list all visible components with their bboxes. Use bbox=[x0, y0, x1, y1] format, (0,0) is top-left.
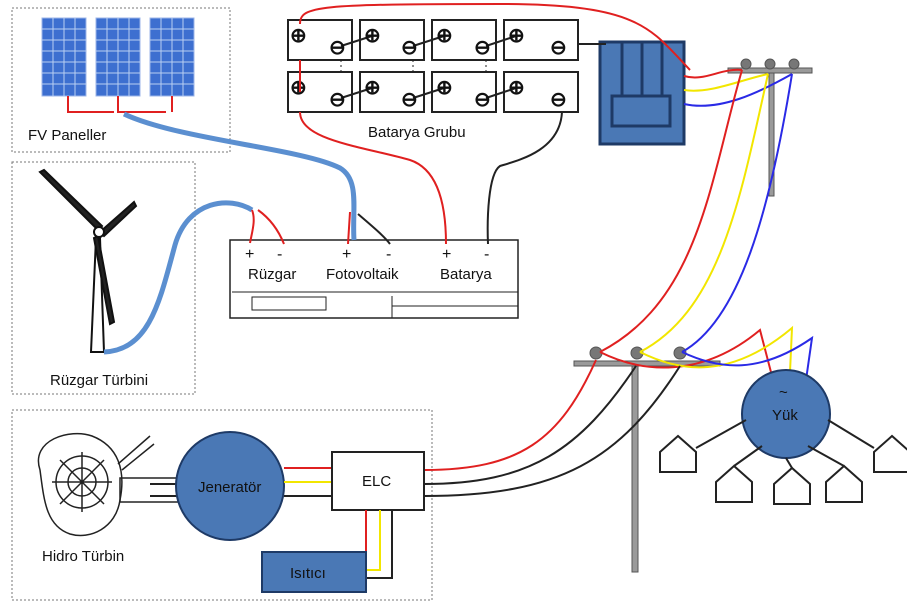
wind-cable bbox=[103, 200, 254, 355]
battery-neg-terminal: ⊖ bbox=[550, 89, 567, 111]
battery-neg-terminal: ⊖ bbox=[474, 37, 491, 59]
elc-feed-black-2 bbox=[423, 365, 681, 497]
pv-controller-wire-pos bbox=[347, 211, 351, 245]
inverter-output-blue bbox=[683, 73, 793, 107]
wind-turbine-label: Rüzgar Türbini bbox=[50, 372, 148, 389]
battery-pos-bus bbox=[299, 2, 691, 245]
controller-neg-sign: - bbox=[484, 246, 489, 263]
inverter-output-red bbox=[683, 68, 743, 79]
load-label: Yük bbox=[772, 407, 798, 424]
controller-pos-sign: + bbox=[342, 246, 351, 263]
feeder-blue bbox=[681, 73, 793, 353]
inverter-icon bbox=[598, 40, 686, 146]
generator-label: Jeneratör bbox=[198, 479, 261, 496]
battery-neg-terminal: ⊖ bbox=[329, 37, 346, 59]
pv-group-box bbox=[11, 7, 231, 153]
controller-input-label: Fotovoltaik bbox=[326, 266, 399, 283]
generator-circle bbox=[175, 431, 285, 541]
controller-pos-sign: + bbox=[442, 246, 451, 263]
controller-input-label: Rüzgar bbox=[248, 266, 296, 283]
hydro-group-box bbox=[11, 409, 433, 601]
house-icon bbox=[825, 464, 863, 503]
hydro-turbine-label: Hidro Türbin bbox=[42, 548, 124, 565]
solar-panel-array bbox=[41, 17, 195, 113]
panel-interconnect-wire bbox=[67, 96, 173, 113]
battery-neg-terminal: ⊖ bbox=[401, 89, 418, 111]
wind-group-box bbox=[11, 161, 196, 395]
battery-neg-terminal: ⊖ bbox=[329, 89, 346, 111]
battery-pos-terminal: ⊕ bbox=[508, 77, 525, 99]
battery-group-label: Batarya Grubu bbox=[368, 124, 466, 141]
battery-neg-bus bbox=[486, 111, 563, 245]
controller-pos-sign: + bbox=[245, 246, 254, 263]
battery-pos-terminal: ⊕ bbox=[508, 25, 525, 47]
wind-controller-wire bbox=[249, 209, 285, 245]
utility-pole-top bbox=[727, 58, 813, 197]
house-icon bbox=[873, 434, 907, 473]
elc-feed-black bbox=[423, 365, 637, 485]
battery-neg-terminal: ⊖ bbox=[474, 89, 491, 111]
heater-box bbox=[261, 551, 367, 593]
battery-neg-terminal: ⊖ bbox=[550, 37, 567, 59]
load-symbol: ~ bbox=[779, 384, 788, 401]
heater-label: Isıtıcı bbox=[290, 565, 326, 582]
controller-neg-sign: - bbox=[386, 246, 391, 263]
solar-panel-icon bbox=[41, 17, 87, 97]
pv-cable bbox=[122, 111, 357, 241]
wind-turbine-icon bbox=[38, 168, 138, 353]
battery-terminals: ⊕ ⊖ ⊕ ⊖ ⊕ ⊖ ⊕ ⊖ ⊕ ⊖ ⊕ ⊖ ⊕ ⊖ ⊕ ⊖ bbox=[290, 25, 567, 111]
utility-pole-middle bbox=[573, 346, 721, 573]
feeder-yellow bbox=[639, 73, 769, 353]
battery-pos-terminal: ⊕ bbox=[436, 25, 453, 47]
controller-input-label: Batarya bbox=[440, 266, 492, 283]
battery-bank bbox=[287, 19, 579, 113]
battery-neg-terminal: ⊖ bbox=[401, 37, 418, 59]
battery-pos-terminal: ⊕ bbox=[436, 77, 453, 99]
house-icon bbox=[715, 464, 753, 503]
battery-pos-terminal: ⊕ bbox=[290, 25, 307, 47]
pv-panels-label: FV Paneller bbox=[28, 127, 106, 144]
solar-panel-icon bbox=[95, 17, 141, 97]
elc-heater-black bbox=[366, 510, 393, 579]
house-connections bbox=[695, 419, 875, 469]
pv-controller-wire-neg bbox=[357, 213, 391, 245]
load-feed-blue bbox=[681, 335, 814, 381]
feeder-red bbox=[599, 69, 743, 353]
battery-pos-terminal: ⊕ bbox=[290, 77, 307, 99]
elc-feed-red bbox=[423, 359, 597, 471]
battery-pos-terminal: ⊕ bbox=[364, 77, 381, 99]
house-icons bbox=[659, 434, 907, 505]
house-icon bbox=[773, 466, 811, 505]
house-icon bbox=[659, 434, 697, 473]
battery-pos-terminal: ⊕ bbox=[364, 25, 381, 47]
solar-panel-icon bbox=[149, 17, 195, 97]
elc-heater-yellow bbox=[366, 510, 381, 571]
elc-label: ELC bbox=[362, 473, 391, 490]
inverter-output-yellow bbox=[683, 73, 769, 92]
load-feed-yellow bbox=[639, 325, 794, 373]
charge-controller bbox=[229, 239, 519, 319]
hydro-turbine-icon bbox=[37, 432, 185, 537]
elc-box bbox=[331, 451, 425, 511]
controller-neg-sign: - bbox=[277, 246, 282, 263]
